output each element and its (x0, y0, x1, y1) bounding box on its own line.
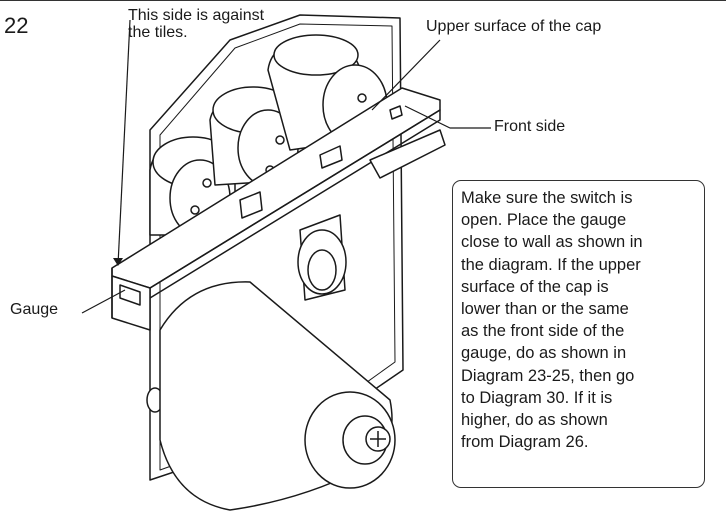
label-upper-surface-of-cap: Upper surface of the cap (426, 18, 602, 35)
top-rule (0, 0, 726, 1)
cap-right (267, 34, 388, 151)
label-front-side: Front side (494, 118, 566, 135)
instruction-text: Make sure the switch is open. Place the … (461, 189, 643, 452)
large-cylinder (159, 281, 396, 511)
gauge-bracket (111, 87, 446, 331)
instruction-box: Make sure the switch is open. Place the … (452, 180, 705, 488)
step-number: 22 (4, 13, 29, 38)
label-tiles-side: This side is against the tiles. (128, 7, 265, 41)
leader-lines (81, 19, 491, 314)
label-gauge: Gauge (10, 301, 59, 318)
cap-middle (209, 86, 299, 187)
pipe-stubs (146, 214, 347, 413)
